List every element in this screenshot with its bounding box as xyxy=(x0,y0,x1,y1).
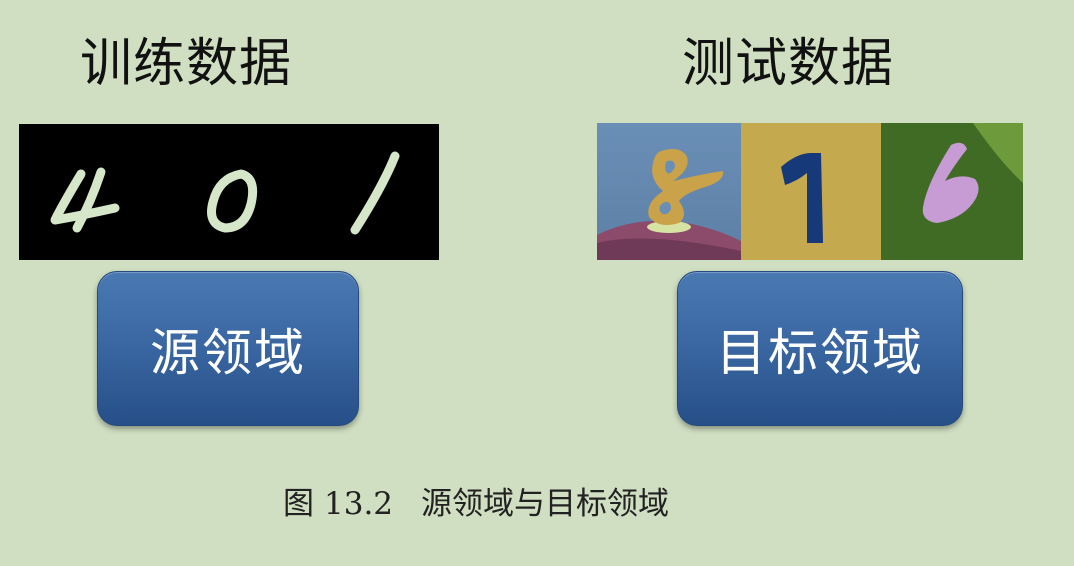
test-data-title: 测试数据 xyxy=(682,34,895,94)
figure-caption: 图 13.2 源领域与目标领域 xyxy=(283,478,669,523)
caption-number: 13.2 xyxy=(324,486,394,522)
target-domain-button[interactable]: 目标领域 xyxy=(677,271,963,426)
caption-text: 源领域与目标领域 xyxy=(421,486,670,522)
caption-prefix: 图 xyxy=(283,486,314,522)
mnist-digits-image xyxy=(19,124,439,260)
target-digit-image-strip xyxy=(597,123,1023,260)
svhn-tile-1 xyxy=(741,123,881,260)
svhn-tile-8 xyxy=(597,123,741,260)
mnist-digit-0 xyxy=(207,169,258,233)
svhn-tile-6 xyxy=(881,123,1023,260)
mnist-digit-1 xyxy=(350,151,400,235)
source-digit-image-strip xyxy=(19,124,439,260)
source-domain-button[interactable]: 源领域 xyxy=(97,271,359,426)
training-data-title: 训练数据 xyxy=(80,34,293,94)
mnist-digit-4 xyxy=(50,167,120,233)
